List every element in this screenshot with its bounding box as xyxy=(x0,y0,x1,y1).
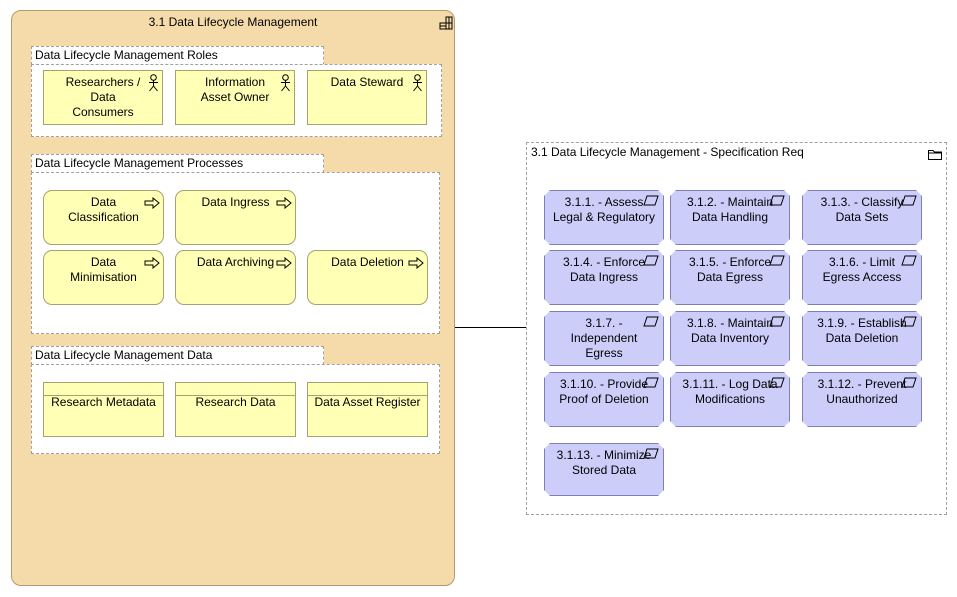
process-label: Data Minimisation xyxy=(70,255,137,284)
role-label: Data Steward xyxy=(330,75,404,89)
requirement-label: 3.1.3. - Classify Data Sets xyxy=(820,195,904,224)
role-information-asset-owner[interactable]: Information Asset Owner xyxy=(175,70,295,125)
actor-icon xyxy=(413,74,422,92)
roles-group-title: Data Lifecycle Management Roles xyxy=(31,46,324,65)
data-research-data[interactable]: Research Data xyxy=(175,382,296,437)
requirement-label: 3.1.6. - Limit Egress Access xyxy=(822,255,902,284)
process-arrow-icon xyxy=(276,257,292,269)
requirement-label: 3.1.8. - Maintain Data Inventory xyxy=(686,316,774,345)
data-group-title: Data Lifecycle Management Data xyxy=(31,346,324,365)
role-researchers[interactable]: Researchers / Data Consumers xyxy=(43,70,163,125)
data-object-header xyxy=(308,395,427,396)
grouping-icon xyxy=(439,16,453,30)
requirement-3-1-4[interactable]: 3.1.4. - Enforce Data Ingress xyxy=(544,250,664,305)
requirement-label: 3.1.10. - Provide Proof of Deletion xyxy=(559,377,649,406)
data-label: Research Metadata xyxy=(51,395,156,409)
data-research-metadata[interactable]: Research Metadata xyxy=(43,382,164,437)
requirement-icon xyxy=(901,195,917,206)
main-group-title: 3.1 Data Lifecycle Management xyxy=(148,15,318,29)
requirement-icon xyxy=(901,316,917,327)
connector-line[interactable] xyxy=(455,327,526,328)
requirement-icon xyxy=(643,255,659,266)
requirement-label: 3.1.2. - Maintain Data Handling xyxy=(686,195,774,224)
process-label: Data Classification xyxy=(68,195,139,224)
requirement-icon xyxy=(769,377,785,388)
role-label: Information Asset Owner xyxy=(200,75,270,104)
processes-group-title: Data Lifecycle Management Processes xyxy=(31,154,324,173)
process-data-ingress[interactable]: Data Ingress xyxy=(175,190,296,245)
requirement-label: 3.1.12. - Prevent Unauthorized xyxy=(817,377,907,406)
requirement-label: 3.1.4. - Enforce Data Ingress xyxy=(562,255,646,284)
requirement-icon xyxy=(643,377,659,388)
requirement-label: 3.1.11. - Log Data Modifications xyxy=(682,377,778,406)
requirement-3-1-10[interactable]: 3.1.10. - Provide Proof of Deletion xyxy=(544,372,664,427)
process-label: Data Deletion xyxy=(331,255,404,269)
actor-icon xyxy=(149,74,158,92)
requirement-3-1-1[interactable]: 3.1.1. - Assess Legal & Regulatory xyxy=(544,190,664,245)
process-data-classification[interactable]: Data Classification xyxy=(43,190,164,245)
requirement-label: 3.1.7. - Independent Egress xyxy=(570,316,638,360)
process-arrow-icon xyxy=(144,257,160,269)
role-label: Researchers / Data Consumers xyxy=(65,75,141,119)
requirement-3-1-11[interactable]: 3.1.11. - Log Data Modifications xyxy=(670,372,790,427)
requirement-3-1-3[interactable]: 3.1.3. - Classify Data Sets xyxy=(802,190,922,245)
data-asset-register[interactable]: Data Asset Register xyxy=(307,382,428,437)
spec-group-title: 3.1 Data Lifecycle Management - Specific… xyxy=(531,145,804,159)
requirement-3-1-6[interactable]: 3.1.6. - Limit Egress Access xyxy=(802,250,922,305)
requirement-label: 3.1.1. - Assess Legal & Regulatory xyxy=(552,195,656,224)
process-arrow-icon xyxy=(408,257,424,269)
process-data-deletion[interactable]: Data Deletion xyxy=(307,250,428,305)
requirement-label: 3.1.9. - Establish Data Deletion xyxy=(817,316,907,345)
requirement-icon xyxy=(769,255,785,266)
process-data-minimisation[interactable]: Data Minimisation xyxy=(43,250,164,305)
process-label: Data Archiving xyxy=(196,255,275,269)
process-label: Data Ingress xyxy=(201,195,270,209)
requirement-icon xyxy=(769,195,785,206)
process-arrow-icon xyxy=(144,197,160,209)
requirement-icon xyxy=(643,316,659,327)
requirement-3-1-2[interactable]: 3.1.2. - Maintain Data Handling xyxy=(670,190,790,245)
requirement-3-1-8[interactable]: 3.1.8. - Maintain Data Inventory xyxy=(670,311,790,366)
actor-icon xyxy=(281,74,290,92)
requirement-icon xyxy=(901,377,917,388)
folder-icon xyxy=(928,150,942,160)
data-label: Research Data xyxy=(195,395,276,409)
data-object-header xyxy=(44,395,163,396)
process-data-archiving[interactable]: Data Archiving xyxy=(175,250,296,305)
requirement-3-1-12[interactable]: 3.1.12. - Prevent Unauthorized xyxy=(802,372,922,427)
data-object-header xyxy=(176,395,295,396)
requirement-label: 3.1.5. - Enforce Data Egress xyxy=(688,255,772,284)
requirement-3-1-7[interactable]: 3.1.7. - Independent Egress xyxy=(544,311,664,366)
requirement-3-1-5[interactable]: 3.1.5. - Enforce Data Egress xyxy=(670,250,790,305)
role-data-steward[interactable]: Data Steward xyxy=(307,70,427,125)
requirement-icon xyxy=(643,195,659,206)
requirement-icon xyxy=(769,316,785,327)
data-label: Data Asset Register xyxy=(314,395,421,409)
process-arrow-icon xyxy=(276,197,292,209)
requirement-icon xyxy=(901,255,917,266)
requirement-3-1-13[interactable]: 3.1.13. - Minimize Stored Data xyxy=(544,443,664,496)
requirement-3-1-9[interactable]: 3.1.9. - Establish Data Deletion xyxy=(802,311,922,366)
requirement-icon xyxy=(643,448,659,459)
requirement-label: 3.1.13. - Minimize Stored Data xyxy=(556,448,652,477)
